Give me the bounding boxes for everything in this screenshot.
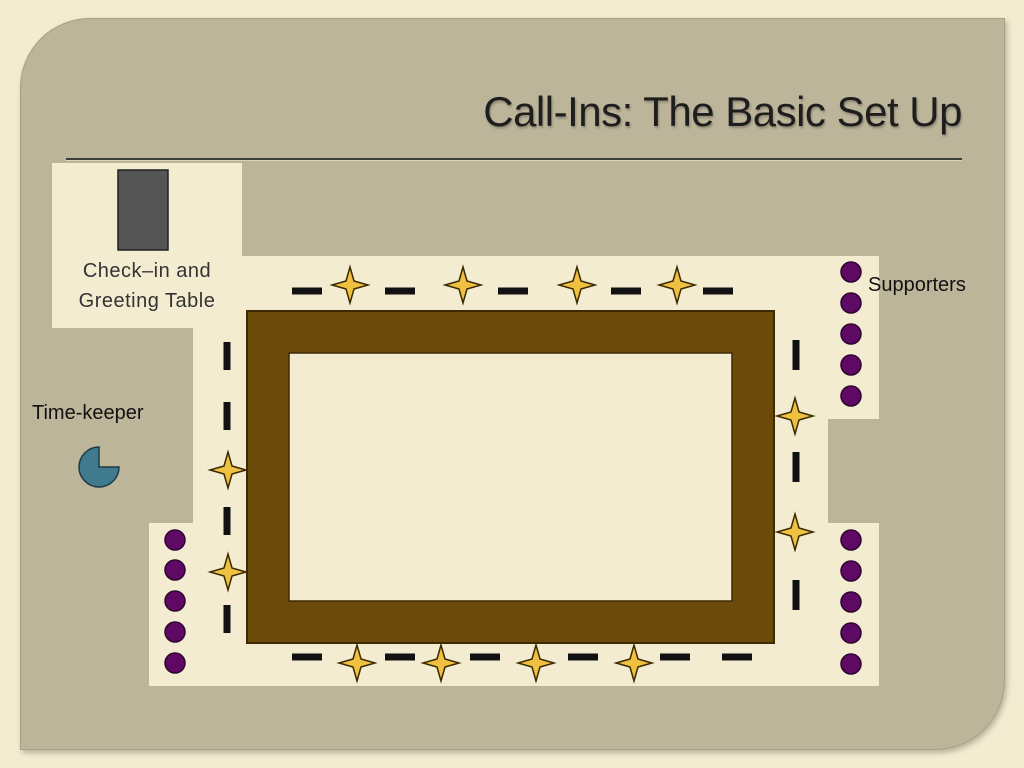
supporter-dot-icon: [840, 323, 862, 345]
supporter-dot-icon: [840, 560, 862, 582]
supporter-dot-icon: [164, 652, 186, 674]
conference-table-center: [288, 352, 733, 602]
supporter-dot-icon: [840, 261, 862, 283]
checkin-table: [117, 169, 169, 251]
supporter-dot-icon: [840, 354, 862, 376]
supporter-dot-icon: [164, 559, 186, 581]
supporter-dot-icon: [840, 653, 862, 675]
title-divider: [66, 158, 962, 160]
supporter-dot-icon: [164, 621, 186, 643]
supporter-dot-icon: [164, 529, 186, 551]
supporter-dot-icon: [840, 622, 862, 644]
timekeeper-pie-icon: [78, 446, 120, 488]
timekeeper-label: Time-keeper: [32, 402, 144, 424]
supporter-dot-icon: [840, 591, 862, 613]
slide-title: Call-Ins: The Basic Set Up: [483, 88, 962, 135]
supporter-dots: [164, 261, 862, 675]
supporter-dot-icon: [840, 292, 862, 314]
supporters-label: Supporters: [868, 274, 966, 296]
supporter-dot-icon: [840, 529, 862, 551]
supporter-dot-icon: [840, 385, 862, 407]
checkin-table-label: Check–in and Greeting Table: [52, 256, 242, 316]
checkin-label-line2: Greeting Table: [78, 290, 216, 312]
supporter-dot-icon: [164, 590, 186, 612]
checkin-label-line1: Check–in and: [82, 260, 212, 282]
